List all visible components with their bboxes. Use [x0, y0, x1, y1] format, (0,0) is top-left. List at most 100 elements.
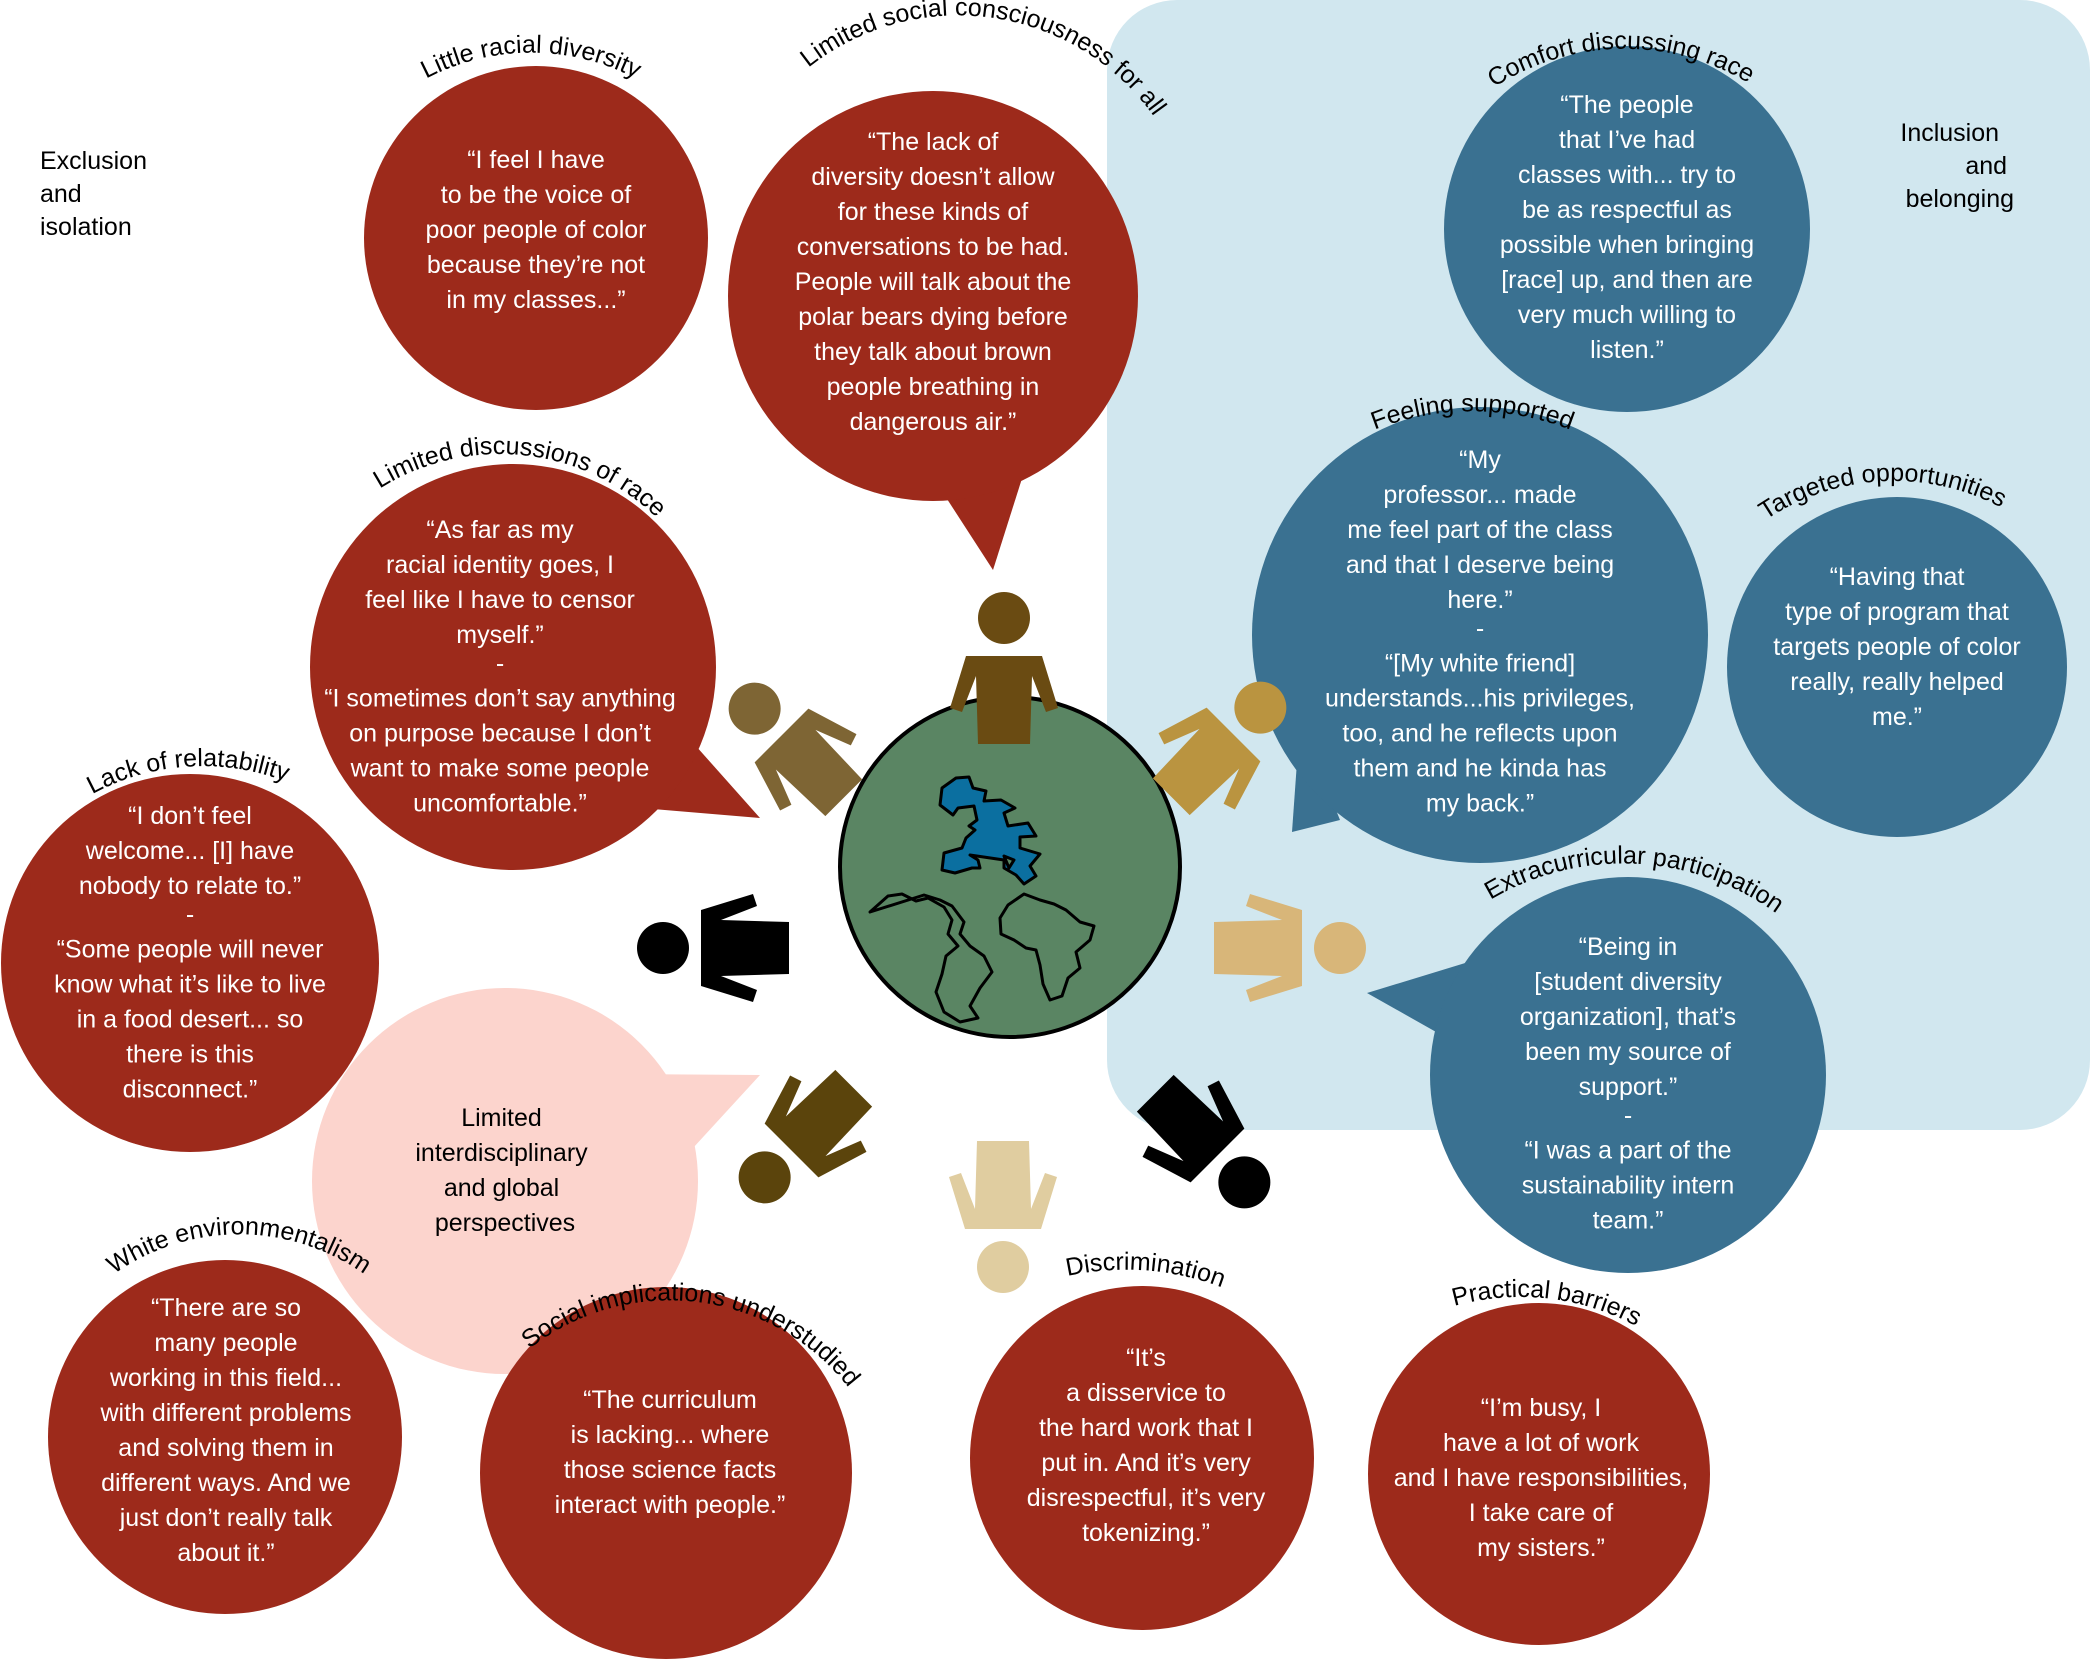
quote-line: a disservice to — [1066, 1379, 1226, 1407]
exclusion-label-line: isolation — [40, 213, 132, 241]
quote-line: “There are so — [151, 1294, 301, 1322]
quote-comfort-discussing-race: “The people that I’ve had classes with... … — [1500, 91, 1754, 364]
bubble-limited-discussions-of-race — [310, 464, 716, 870]
quote-line: for these kinds of — [838, 198, 1028, 226]
bubble-lack-of-relatability — [1, 774, 379, 1152]
quote-line: targets people of color — [1773, 633, 2020, 661]
quote-line: [race] up, and then are — [1501, 266, 1753, 294]
quote-line: “As far as my — [426, 516, 574, 544]
person-icon — [1136, 1074, 1271, 1209]
person-icon — [637, 894, 789, 1002]
quote-line: support.” — [1579, 1073, 1678, 1101]
quote-line: to be the voice of — [441, 181, 631, 209]
limited-perspectives-line: Limited — [461, 1104, 542, 1132]
quote-line: organization], that’s — [1520, 1003, 1736, 1031]
quote-line: myself.” — [456, 621, 544, 649]
quote-line: been my source of — [1525, 1038, 1731, 1066]
quote-line: just don’t really talk — [119, 1504, 333, 1532]
quote-line: them and he kinda has — [1354, 755, 1607, 783]
quote-line: people breathing in — [827, 373, 1040, 401]
limited-perspectives-line: perspectives — [435, 1209, 575, 1237]
quote-line: poor people of color — [426, 216, 647, 244]
quote-line: disrespectful, it’s very — [1027, 1484, 1266, 1512]
limited-perspectives-text: Limited interdisciplinary and global per… — [415, 1104, 594, 1237]
globe-icon — [838, 695, 1182, 1039]
quote-line: put in. And it’s very — [1041, 1449, 1251, 1477]
quote-line: and that I deserve being — [1346, 551, 1614, 579]
bubble-white-environmentalism — [48, 1260, 402, 1614]
quote-line: “[My white friend] — [1385, 650, 1575, 678]
people-ring — [637, 592, 1366, 1293]
quote-line: many people — [154, 1329, 297, 1357]
quote-line: - — [186, 901, 194, 929]
quote-white-environmentalism: “There are so many people working in this … — [99, 1294, 351, 1567]
quote-line: listen.” — [1590, 336, 1664, 364]
quote-line: with different problems — [99, 1399, 351, 1427]
quote-line: tokenizing.” — [1082, 1519, 1210, 1547]
quote-line: because they’re not — [427, 251, 645, 279]
bubble-discrimination — [970, 1286, 1314, 1630]
bubble-extracurricular-participation — [1430, 877, 1826, 1273]
quote-social-implications-understudied: “The curriculum is lacking... where those … — [555, 1386, 786, 1519]
quote-line: nobody to relate to.” — [79, 872, 301, 900]
inclusion-region-label: Inclusion and belonging — [1900, 119, 2014, 213]
quote-line: in a food desert... so — [77, 1006, 304, 1034]
inclusion-label-line: Inclusion — [1900, 119, 1999, 147]
quote-line: - — [496, 650, 504, 678]
quote-line: - — [1624, 1102, 1632, 1130]
bubble-feeling-supported — [1252, 407, 1708, 863]
quote-line: “Being in — [1579, 933, 1678, 961]
quote-line: “Having that — [1830, 563, 1965, 591]
quote-line: classes with... try to — [1518, 161, 1736, 189]
quote-line: they talk about brown — [814, 338, 1052, 366]
quote-line: want to make some people — [350, 755, 650, 783]
quote-line: uncomfortable.” — [413, 790, 587, 818]
quote-line: understands...his privileges, — [1325, 685, 1635, 713]
quote-line: me.” — [1872, 703, 1922, 731]
quote-line: those science facts — [564, 1456, 777, 1484]
quote-line: “I sometimes don’t say anything — [324, 685, 676, 713]
quote-line: “I’m busy, I — [1481, 1394, 1601, 1422]
exclusion-label-line: Exclusion — [40, 147, 147, 175]
quote-line: welcome... [I] have — [85, 837, 294, 865]
quote-line: my sisters.” — [1477, 1534, 1605, 1562]
quote-line: professor... made — [1383, 481, 1576, 509]
quote-line: sustainability intern — [1522, 1172, 1735, 1200]
quote-line: dangerous air.” — [850, 408, 1017, 436]
quote-line: is lacking... where — [571, 1421, 770, 1449]
quote-line: too, and he reflects upon — [1342, 720, 1617, 748]
quote-line: team.” — [1593, 1207, 1664, 1235]
bubble-limited-social-consciousness — [728, 91, 1138, 501]
bubble-targeted-opportunities — [1727, 497, 2067, 837]
quote-line: interact with people.” — [555, 1491, 786, 1519]
quote-line: “The people — [1560, 91, 1693, 119]
person-icon — [1152, 681, 1287, 816]
person-icon — [1214, 894, 1366, 1002]
quote-line: and I have responsibilities, — [1394, 1464, 1689, 1492]
quote-line: possible when bringing — [1500, 231, 1754, 259]
quote-line: “The curriculum — [583, 1386, 757, 1414]
quote-line: People will talk about the — [795, 268, 1072, 296]
bubble-social-implications-understudied — [480, 1287, 852, 1659]
person-icon — [950, 592, 1058, 744]
person-icon — [738, 1069, 873, 1204]
quote-line: different ways. And we — [101, 1469, 351, 1497]
inclusion-label-line: and — [1965, 152, 2007, 180]
quote-line: conversations to be had. — [797, 233, 1069, 261]
quote-line: “It’s — [1126, 1344, 1166, 1372]
quote-line: my back.” — [1426, 790, 1534, 818]
quote-line: I take care of — [1469, 1499, 1614, 1527]
person-icon — [949, 1141, 1057, 1293]
quote-line: that I’ve had — [1559, 126, 1695, 154]
inclusion-label-line: belonging — [1906, 185, 2014, 213]
quote-line: “The lack of — [868, 128, 999, 156]
quote-line: racial identity goes, I — [386, 551, 614, 579]
quote-line: working in this field... — [109, 1364, 342, 1392]
quote-line: “Some people will never — [57, 936, 324, 964]
